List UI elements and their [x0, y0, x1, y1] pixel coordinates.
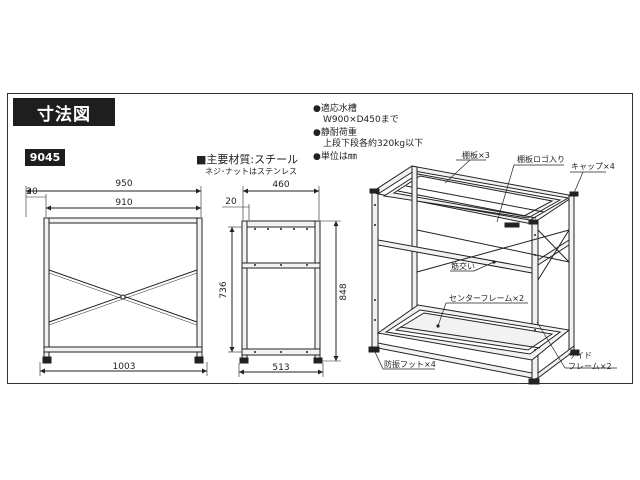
- label-anti-vib-foot: 防振フット×4: [384, 359, 436, 369]
- model-number: 9045: [25, 149, 65, 166]
- label-side-frame-1: サイド: [568, 351, 592, 360]
- label-center-frame: センターフレーム×2: [449, 294, 524, 303]
- label-brace: 筋交い: [451, 261, 475, 271]
- spec-label: 静耐荷重: [320, 128, 357, 138]
- dim-front-20: 20: [26, 187, 38, 197]
- material-heading: ■主要材質:スチール: [196, 153, 299, 166]
- spec-load: ●静耐荷重 上段下段各約320kg以下: [313, 128, 423, 150]
- label-shelf-board: 棚板×3: [462, 150, 490, 160]
- spec-unit: ●単位は㎜: [313, 152, 423, 163]
- spec-tank: ●適応水槽 W900×D450まで: [313, 104, 423, 126]
- bullet-icon: ●: [313, 104, 321, 114]
- bullet-icon: ●: [313, 128, 321, 138]
- bullet-icon: ●: [313, 152, 321, 162]
- material-subtext: ネジ･ナットはステンレス: [205, 167, 297, 176]
- label-cap: キャップ×4: [571, 162, 615, 171]
- dim-side-460: 460: [272, 180, 289, 190]
- dim-side-20: 20: [225, 197, 237, 207]
- side-view: [222, 186, 341, 377]
- dim-front-910: 910: [115, 198, 132, 208]
- leader-lines: [374, 159, 617, 370]
- dim-front-1003: 1003: [113, 362, 136, 372]
- spec-label: 適応水槽: [320, 104, 357, 114]
- spec-value: W900×D450まで: [323, 115, 399, 125]
- dim-side-513: 513: [272, 363, 289, 373]
- dim-side-736: 736: [219, 281, 229, 298]
- dim-front-950: 950: [115, 179, 132, 189]
- front-view: [25, 186, 208, 376]
- dim-side-848: 848: [339, 283, 349, 300]
- label-side-frame-2: フレーム×2: [568, 362, 612, 371]
- spec-value: 上段下段各約320kg以下: [323, 139, 424, 149]
- label-shelf-logo: 棚板ロゴ入り: [517, 154, 565, 164]
- isometric-view: [368, 165, 580, 385]
- spec-label: 単位は㎜: [320, 152, 357, 162]
- diagram-frame: [7, 93, 633, 384]
- diagram-title: 寸法図: [13, 98, 115, 126]
- spec-list: ●適応水槽 W900×D450まで ●静耐荷重 上段下段各約320kg以下 ●単…: [313, 104, 423, 163]
